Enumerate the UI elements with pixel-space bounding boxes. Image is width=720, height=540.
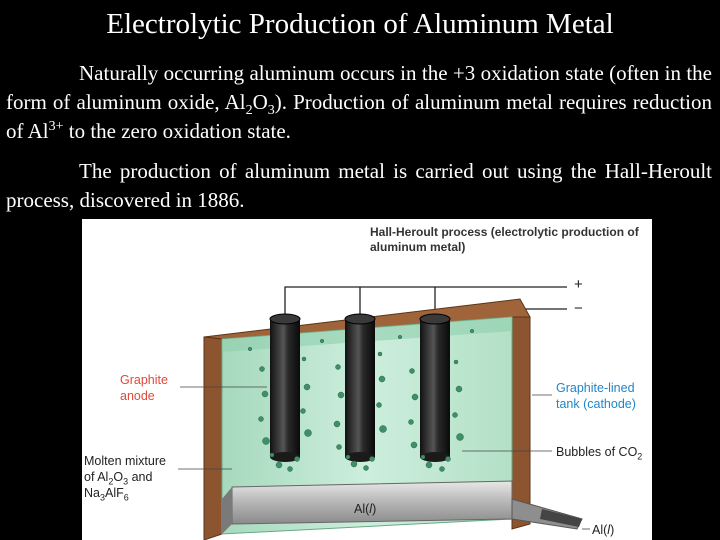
paragraph-hall-heroult: The production of aluminum metal is carr… xyxy=(6,157,712,215)
label-leader-lines xyxy=(178,386,590,530)
label-text: ) xyxy=(610,523,615,537)
graphite-anode-rod xyxy=(419,313,451,462)
label-line: Graphite-lined xyxy=(556,381,635,395)
tank-cathode-label: Graphite-lined tank (cathode) xyxy=(556,380,636,412)
label-text: and xyxy=(128,470,153,484)
molten-aluminum-pool xyxy=(222,480,583,534)
label-subscript: 2 xyxy=(637,451,643,462)
label-line: Na3AlF6 xyxy=(84,485,166,503)
molten-aluminum-outlet-label: Al(l) xyxy=(592,522,614,538)
para1-text-4: to the zero oxidation state. xyxy=(63,119,291,143)
para2-text: The production of aluminum metal is carr… xyxy=(6,159,712,212)
label-subscript: 3 xyxy=(123,476,129,487)
molten-aluminum-inside-label: Al(l) xyxy=(354,501,376,517)
figure-title: Hall-Heroult process (electrolytic produ… xyxy=(370,225,639,254)
co2-bubbles xyxy=(247,328,475,472)
label-text: of Al xyxy=(84,470,109,484)
electrolytic-cell-diagram xyxy=(178,286,590,540)
para1-subscript-2: 3 xyxy=(267,103,275,119)
label-line: Graphite xyxy=(120,373,168,387)
graphite-anode-rod xyxy=(269,313,301,462)
co2-bubbles-label: Bubbles of CO2 xyxy=(556,444,643,462)
label-line: of Al2O3 and xyxy=(84,469,166,487)
label-line: anode xyxy=(120,389,155,403)
label-subscript: 2 xyxy=(108,476,114,487)
graphite-anode-label: Graphite anode xyxy=(120,372,168,404)
para1-superscript: 3+ xyxy=(48,119,64,134)
label-text: Bubbles of CO xyxy=(556,445,638,459)
label-text: Al( xyxy=(592,523,608,537)
hall-heroult-figure: Hall-Heroult process (electrolytic produ… xyxy=(82,219,652,540)
label-text: Na xyxy=(84,486,100,500)
para1-subscript-1: 2 xyxy=(245,103,253,119)
para1-text-2: O xyxy=(252,90,268,114)
label-line: Molten mixture xyxy=(84,454,166,468)
label-italic: l xyxy=(607,523,611,537)
graphite-anodes xyxy=(269,313,451,462)
label-text: AlF xyxy=(105,486,124,500)
positive-terminal-label: + xyxy=(574,276,583,293)
label-line: tank (cathode) xyxy=(556,397,636,411)
label-italic: l xyxy=(369,502,373,516)
graphite-anode-rod xyxy=(344,313,376,462)
molten-mixture-label: Molten mixture of Al2O3 and Na3AlF6 xyxy=(84,453,166,503)
para1-text-1: Naturally occurring aluminum occurs in t… xyxy=(6,61,712,114)
label-text: ) xyxy=(372,502,377,516)
negative-terminal-label: − xyxy=(574,300,583,317)
label-subscript: 6 xyxy=(123,492,129,503)
label-text: Al( xyxy=(354,502,370,516)
slide-title: Electrolytic Production of Aluminum Meta… xyxy=(106,8,614,40)
label-subscript: 3 xyxy=(99,492,105,503)
label-text: O xyxy=(113,470,124,484)
para1-text-3: ). Production of aluminum metal requires… xyxy=(6,90,712,143)
paragraph-aluminum-oxidation-state: Naturally occurring aluminum occurs in t… xyxy=(6,59,712,146)
